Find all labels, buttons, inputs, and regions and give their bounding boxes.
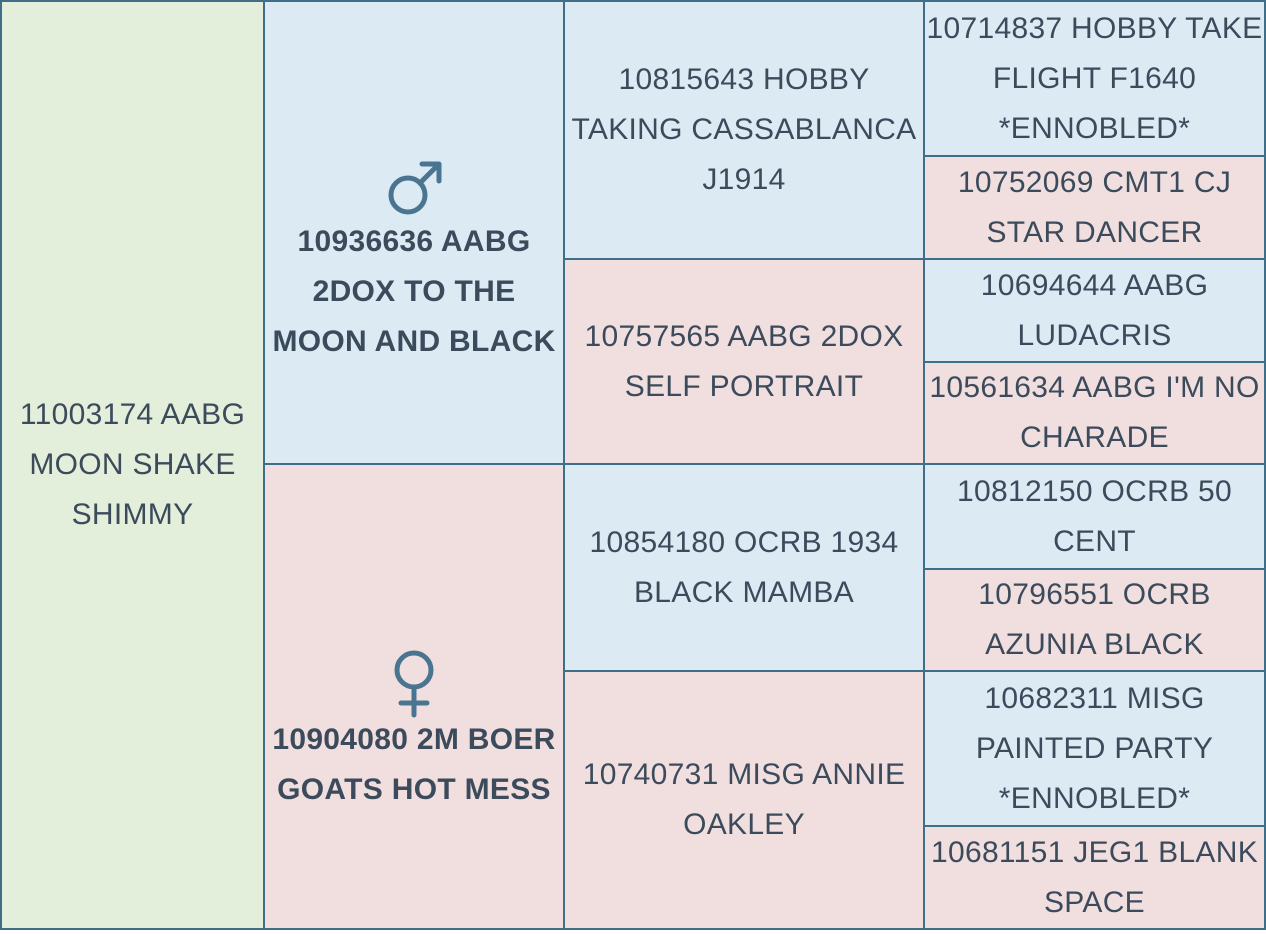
- dam-name: 10904080 2M BOER GOATS HOT MESS: [272, 722, 556, 806]
- dam-sire-dam-cell[interactable]: 10796551 OCRB AZUNIA BLACK: [925, 570, 1264, 670]
- dam-dam-name: 10740731 MISG ANNIE OAKLEY: [582, 758, 906, 841]
- dam-cell[interactable]: 10904080 2M BOER GOATS HOT MESS: [265, 465, 563, 928]
- dam-dam-sire-cell[interactable]: 10682311 MISG PAINTED PARTY *ENNOBLED*: [925, 672, 1264, 825]
- dam-dam-dam-cell[interactable]: 10681151 JEG1 BLANK SPACE: [925, 827, 1264, 928]
- dam-dam-sire-name: 10682311 MISG PAINTED PARTY *ENNOBLED*: [975, 681, 1214, 815]
- sire-sire-dam-cell[interactable]: 10752069 CMT1 CJ STAR DANCER: [925, 157, 1264, 258]
- sire-dam-name: 10757565 AABG 2DOX SELF PORTRAIT: [584, 319, 904, 403]
- subject-cell[interactable]: 11003174 AABG MOON SHAKE SHIMMY: [2, 2, 263, 928]
- sire-dam-dam-name: 10561634 AABG I'M NO CHARADE: [929, 371, 1260, 454]
- dam-dam-cell[interactable]: 10740731 MISG ANNIE OAKLEY: [565, 672, 923, 928]
- dam-sire-sire-cell[interactable]: 10812150 OCRB 50 CENT: [925, 465, 1264, 568]
- male-symbol-icon: [388, 161, 442, 214]
- sire-dam-cell[interactable]: 10757565 AABG 2DOX SELF PORTRAIT: [565, 260, 923, 463]
- dam-sire-name: 10854180 OCRB 1934 BLACK MAMBA: [589, 525, 899, 609]
- sire-sire-dam-name: 10752069 CMT1 CJ STAR DANCER: [957, 165, 1232, 249]
- sire-dam-sire-cell[interactable]: 10694644 AABG LUDACRIS: [925, 260, 1264, 361]
- dam-sire-dam-name: 10796551 OCRB AZUNIA BLACK: [978, 578, 1211, 661]
- subject-name: 11003174 AABG MOON SHAKE SHIMMY: [19, 398, 246, 531]
- sire-sire-sire-name: 10714837 HOBBY TAKE FLIGHT F1640 *ENNOBL…: [926, 11, 1263, 145]
- sire-name: 10936636 AABG 2DOX TO THE MOON AND BLACK: [272, 224, 556, 358]
- female-symbol-icon: [394, 650, 434, 717]
- dam-dam-dam-name: 10681151 JEG1 BLANK SPACE: [930, 835, 1259, 919]
- dam-sire-sire-name: 10812150 OCRB 50 CENT: [957, 474, 1232, 558]
- sire-dam-dam-cell[interactable]: 10561634 AABG I'M NO CHARADE: [925, 363, 1264, 463]
- sire-dam-sire-name: 10694644 AABG LUDACRIS: [980, 268, 1209, 352]
- sire-sire-sire-cell[interactable]: 10714837 HOBBY TAKE FLIGHT F1640 *ENNOBL…: [925, 2, 1264, 155]
- sire-sire-cell[interactable]: 10815643 HOBBY TAKING CASSABLANCA J1914: [565, 2, 923, 258]
- sire-cell[interactable]: 10936636 AABG 2DOX TO THE MOON AND BLACK: [265, 2, 563, 463]
- dam-sire-cell[interactable]: 10854180 OCRB 1934 BLACK MAMBA: [565, 465, 923, 670]
- sire-sire-name: 10815643 HOBBY TAKING CASSABLANCA J1914: [571, 63, 917, 196]
